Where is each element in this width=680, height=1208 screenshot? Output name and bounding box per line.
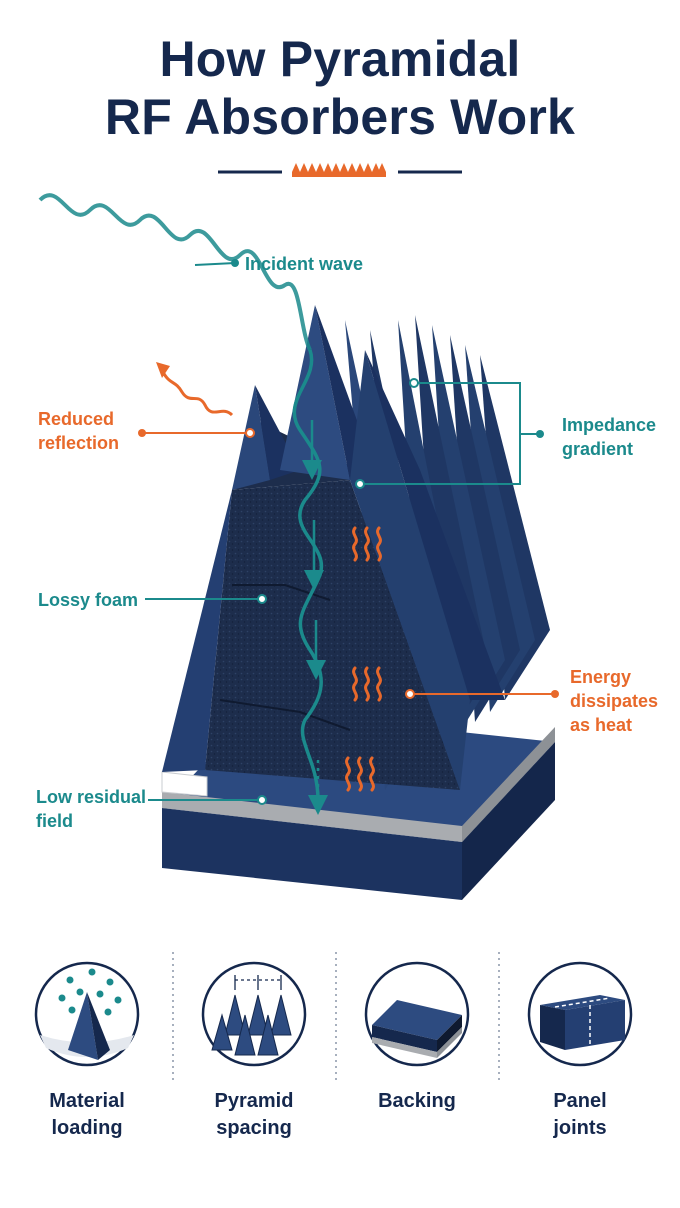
- lossy-foam-label: Lossy foam: [38, 590, 139, 610]
- spike-row-icon: [292, 163, 386, 177]
- absorber-illustration: [38, 193, 559, 900]
- low-residual-field-line-1: Low residual: [36, 787, 147, 807]
- factor-label-line-2: joints: [553, 1117, 607, 1139]
- energy-dissipates-line-3: as heat: [570, 715, 633, 735]
- factor-label-line-1: Panel: [553, 1090, 607, 1112]
- impedance-gradient-line-2: gradient: [562, 439, 634, 459]
- incident-wave-label: Incident wave: [245, 254, 364, 274]
- factor-material-loading: Material loading: [7, 1088, 167, 1142]
- pyramid-spacing-icon: [201, 961, 307, 1067]
- factor-backing: Backing: [337, 1088, 497, 1115]
- factor-label-line-1: Backing: [378, 1090, 456, 1112]
- pyramid-array: [162, 305, 550, 790]
- factor-pyramid-spacing: Pyramid spacing: [174, 1088, 334, 1142]
- factor-label-line-1: Material: [49, 1090, 125, 1112]
- impedance-gradient-label: Impedance gradient: [562, 413, 656, 461]
- energy-dissipates-line-1: Energy: [570, 667, 632, 687]
- material-loading-icon: [34, 961, 140, 1067]
- propagation-arrows: [302, 420, 328, 815]
- leader-lines: [138, 259, 559, 805]
- reduced-reflection-line-1: Reduced: [38, 409, 115, 429]
- reflected-wave-icon: [156, 362, 234, 417]
- incident-wave-path: [38, 193, 312, 351]
- heat-icon: [345, 526, 382, 792]
- factor-icons: [34, 952, 633, 1080]
- factor-label-line-2: spacing: [216, 1117, 292, 1139]
- panel-joints-icon: [527, 961, 633, 1067]
- factor-panel-joints: Panel joints: [500, 1088, 660, 1142]
- energy-dissipates-label: Energy dissipates as heat: [570, 665, 658, 737]
- factor-label-line-1: Pyramid: [214, 1090, 294, 1112]
- factor-label-line-2: loading: [51, 1117, 123, 1139]
- reduced-reflection-label: Reduced reflection: [38, 407, 119, 455]
- title-line-2: RF Absorbers Work: [104, 89, 576, 145]
- page-title: How Pyramidal RF Absorbers Work: [0, 30, 680, 146]
- backing-icon: [364, 961, 470, 1067]
- low-residual-field-label: Low residual field: [36, 785, 146, 833]
- energy-dissipates-line-2: dissipates: [570, 691, 659, 711]
- title-line-1: How Pyramidal: [159, 31, 521, 87]
- reduced-reflection-line-2: reflection: [38, 433, 120, 453]
- title-divider: [218, 163, 462, 177]
- impedance-gradient-line-1: Impedance: [562, 415, 657, 435]
- low-residual-field-line-2: field: [36, 811, 74, 831]
